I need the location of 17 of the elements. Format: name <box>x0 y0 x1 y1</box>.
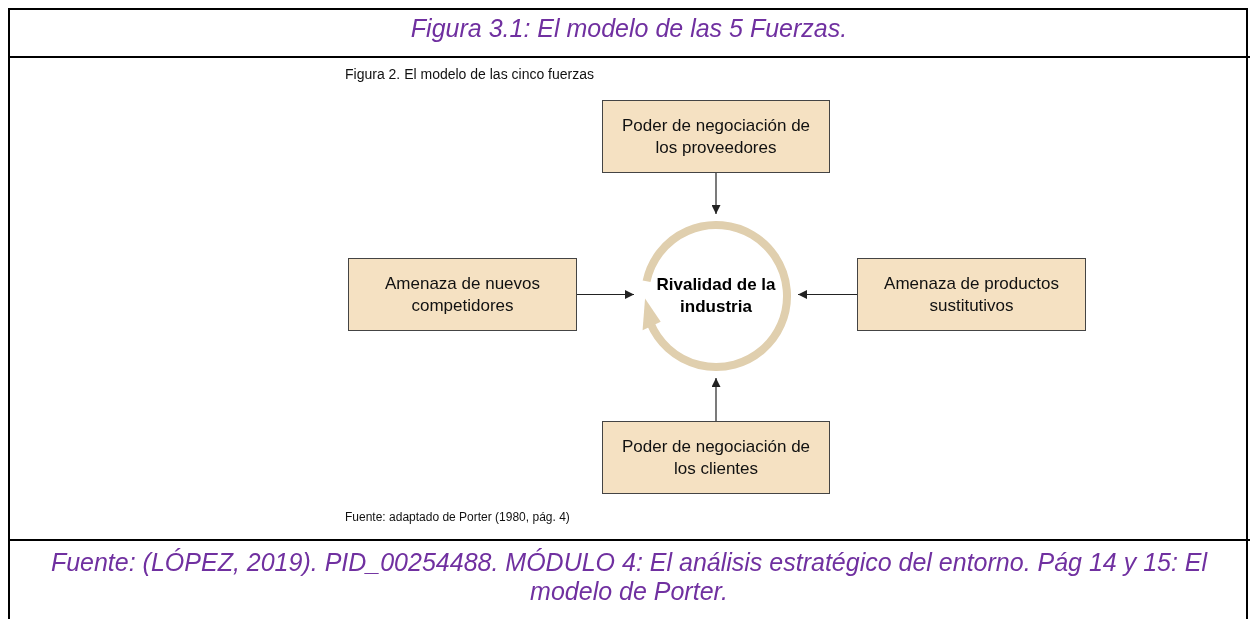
force-box <box>857 258 1086 331</box>
figure-caption: Fuente: (LÓPEZ, 2019). PID_00254488. MÓDULO 4: El análisis estratégico del entorno. Pág 14 y 15: El modelo de Porter. <box>49 548 1209 606</box>
box-label: Amenaza de productos sustitutivos <box>883 272 1060 317</box>
force-box <box>602 421 830 494</box>
box-label: Amenaza de nuevos competidores <box>384 272 541 317</box>
arrow <box>711 172 721 215</box>
force-box <box>348 258 577 331</box>
box-label: Poder de negociación de los proveedores <box>620 114 812 159</box>
source-note: Fuente: adaptado de Porter (1980, pág. 4) <box>345 510 570 524</box>
box-label: Poder de negociación de los clientes <box>620 435 812 480</box>
arrow <box>711 377 721 422</box>
center-label: Rivalidad de la industria <box>655 274 777 318</box>
arrow <box>797 290 858 299</box>
force-box <box>602 100 830 173</box>
figure-title: Figura 3.1: El modelo de las 5 Fuerzas. <box>409 14 849 43</box>
figure-heading: Figura 2. El modelo de las cinco fuerzas <box>345 66 594 82</box>
arrow <box>576 290 635 299</box>
